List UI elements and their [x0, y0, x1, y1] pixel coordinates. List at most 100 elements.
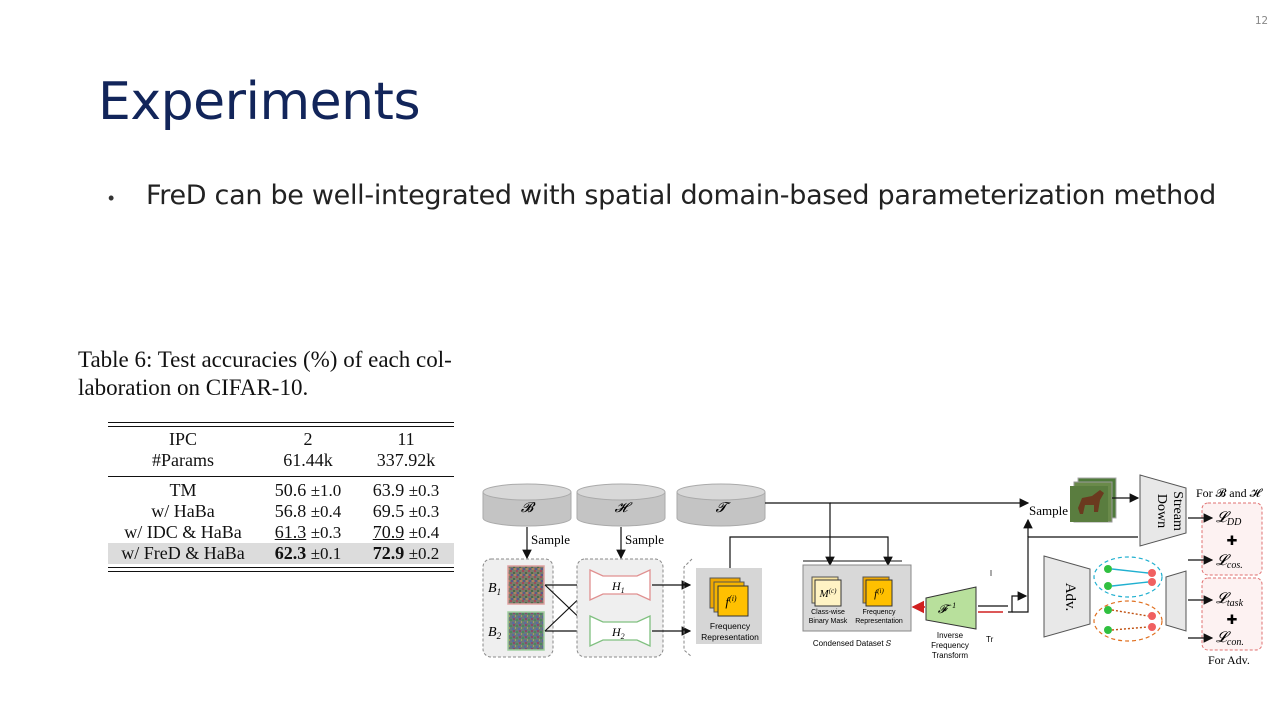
method-cell: TM	[169, 480, 197, 500]
loss-box-top	[1201, 502, 1263, 576]
method-cell: w/ HaBa	[151, 501, 215, 521]
value-cell: 56.8 ±0.4	[258, 501, 358, 522]
task-head-block	[1165, 570, 1187, 632]
truncated-label: Tr	[986, 635, 994, 644]
B1-label: B1	[488, 581, 501, 597]
mask-label: Binary Mask	[809, 618, 848, 625]
adv-label: Adv.	[1062, 583, 1078, 612]
B2-image	[507, 611, 545, 651]
inverse-label: Inverse	[937, 631, 964, 640]
mask-icon	[814, 579, 842, 607]
H2-label: H2	[611, 625, 625, 641]
contrastive-cluster	[1093, 600, 1163, 642]
freq-small-label: Frequency	[862, 609, 896, 616]
caption-line-2: laboration on CIFAR-10.	[78, 375, 309, 400]
freq-small-label: Representation	[855, 618, 903, 625]
inverse-label: Transform	[932, 651, 968, 660]
inverse-label: Frequency	[931, 641, 969, 650]
table-mid-rule	[108, 476, 454, 477]
value-cell: 72.9 ±0.2	[358, 543, 454, 564]
table-top-rule	[108, 422, 454, 423]
mask-label: Class-wise	[811, 609, 845, 616]
adversary-block	[1043, 555, 1091, 638]
horse-image	[1070, 477, 1117, 523]
B1-image	[507, 565, 545, 605]
table-caption: Table 6: Test accuracies (%) of each col…	[78, 346, 498, 402]
plus-icon: ✚	[1227, 533, 1238, 548]
value-cell: 62.3 ±0.1	[258, 543, 358, 564]
std: ±0.3	[408, 481, 440, 500]
value-underlined: 61.3	[274, 522, 307, 542]
for-adv-label: For Adv.	[1208, 653, 1250, 667]
downstream-block	[1139, 474, 1187, 547]
table-row: TM 50.6 ±1.0 63.9 ±0.3	[108, 480, 454, 501]
method-cell: w/ IDC & HaBa	[124, 522, 242, 542]
std: ±0.3	[310, 523, 342, 542]
value-underlined: 70.9	[372, 522, 405, 542]
value-bold: 72.9	[372, 543, 405, 563]
std: ±0.4	[408, 523, 440, 542]
header-cell: #Params	[152, 450, 214, 470]
cosine-cluster	[1093, 556, 1163, 598]
value: 69.5	[372, 501, 405, 521]
header-row: IPC 2 11	[108, 429, 454, 450]
condensed-dataset-label: Condensed Dataset 𝑆	[813, 639, 892, 648]
method-cell: w/ FreD & HaBa	[121, 543, 245, 563]
table-bottom-rule-2	[108, 571, 454, 572]
H1-hallucinator	[589, 568, 651, 602]
database-T: 𝓣	[676, 483, 766, 527]
value-cell: 50.6 ±1.0	[258, 480, 358, 501]
value: 56.8	[274, 501, 307, 521]
database-H: 𝓗	[576, 483, 666, 527]
downstream-label: Stream	[1170, 491, 1185, 531]
table-row-highlighted: w/ FreD & HaBa 62.3 ±0.1 72.9 ±0.2	[108, 543, 454, 564]
caption-line-1: Table 6: Test accuracies (%) of each col…	[78, 347, 452, 372]
loss-box-bottom	[1201, 577, 1263, 651]
header-cell: 61.44k	[283, 450, 333, 470]
sample-label: Sample	[625, 532, 664, 547]
inverse-transform-block	[925, 586, 977, 630]
plus-icon: ✚	[1227, 612, 1238, 627]
frequency-icon	[717, 585, 749, 617]
value-cell: 63.9 ±0.3	[358, 480, 454, 501]
for-B-H-label: For 𝓑 and 𝓗	[1196, 486, 1264, 500]
freq-rep-label: Frequency	[710, 621, 751, 631]
page-number: 12	[1254, 14, 1268, 27]
bullet-text: FreD can be well-integrated with spatial…	[146, 180, 1216, 211]
f-small-symbol: f(i)	[874, 587, 884, 600]
header-cell: 2	[303, 429, 313, 449]
header-cell: 11	[397, 429, 415, 449]
H1-label: H1	[611, 579, 625, 595]
database-B-label: 𝓑	[521, 501, 536, 516]
value-cell: 61.3 ±0.3	[258, 522, 358, 543]
value: 63.9	[372, 480, 405, 500]
sample-label-right: Sample	[1029, 503, 1068, 518]
slide-title: Experiments	[98, 72, 421, 132]
header-cell: IPC	[168, 429, 197, 449]
sample-label: Sample	[531, 532, 570, 547]
results-table: IPC 2 11 #Params 61.44k 337.92k TM 50.6 …	[108, 420, 454, 572]
std: ±0.2	[408, 544, 440, 563]
mask-symbol: M(c)	[819, 587, 838, 600]
std: ±0.1	[310, 544, 342, 563]
freq-small-icon	[865, 579, 893, 607]
bullet-item: • FreD can be well-integrated with spati…	[108, 180, 1216, 211]
freq-rep-label: Representation	[701, 632, 759, 642]
value-cell: 70.9 ±0.4	[358, 522, 454, 543]
B2-label: B2	[488, 625, 502, 641]
value-bold: 62.3	[274, 543, 307, 563]
value-cell: 69.5 ±0.3	[358, 501, 454, 522]
header-cell: 337.92k	[376, 450, 436, 470]
header-row: #Params 61.44k 337.92k	[108, 450, 454, 471]
value: 50.6	[274, 480, 307, 500]
f-symbol: f(i)	[725, 594, 737, 609]
table-row: w/ HaBa 56.8 ±0.4 69.5 ±0.3	[108, 501, 454, 522]
H2-hallucinator	[589, 614, 651, 648]
bullet-dot: •	[108, 188, 115, 208]
std: ±0.4	[310, 502, 342, 521]
downstream-label: Down	[1154, 494, 1169, 528]
std: ±1.0	[310, 481, 342, 500]
table-row: w/ IDC & HaBa 61.3 ±0.3 70.9 ±0.4	[108, 522, 454, 543]
std: ±0.3	[408, 502, 440, 521]
